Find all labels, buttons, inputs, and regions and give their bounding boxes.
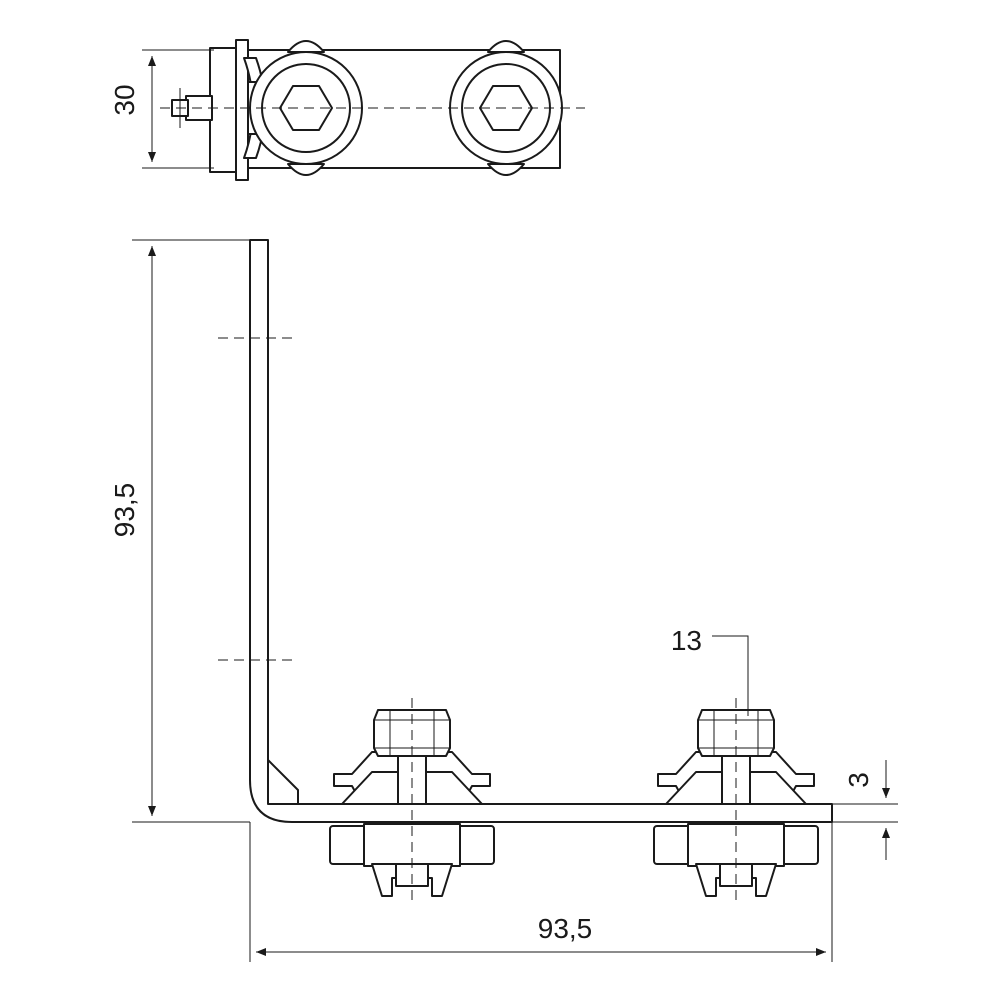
dimension-30: 30	[109, 49, 214, 169]
dimension-label-horizontal: 93,5	[538, 913, 593, 944]
dimension-13: 13	[671, 625, 749, 716]
dimension-label-30: 30	[109, 84, 140, 115]
dimension-label-3: 3	[843, 772, 874, 788]
side-view	[218, 239, 833, 902]
dimension-vertical-93-5: 93,5	[109, 239, 250, 823]
dimension-label-vertical: 93,5	[109, 483, 140, 538]
dimension-label-13: 13	[671, 625, 702, 656]
dimension-horizontal-93-5: 93,5	[249, 822, 833, 962]
top-view	[160, 39, 585, 181]
dimension-3: 3	[832, 760, 898, 860]
